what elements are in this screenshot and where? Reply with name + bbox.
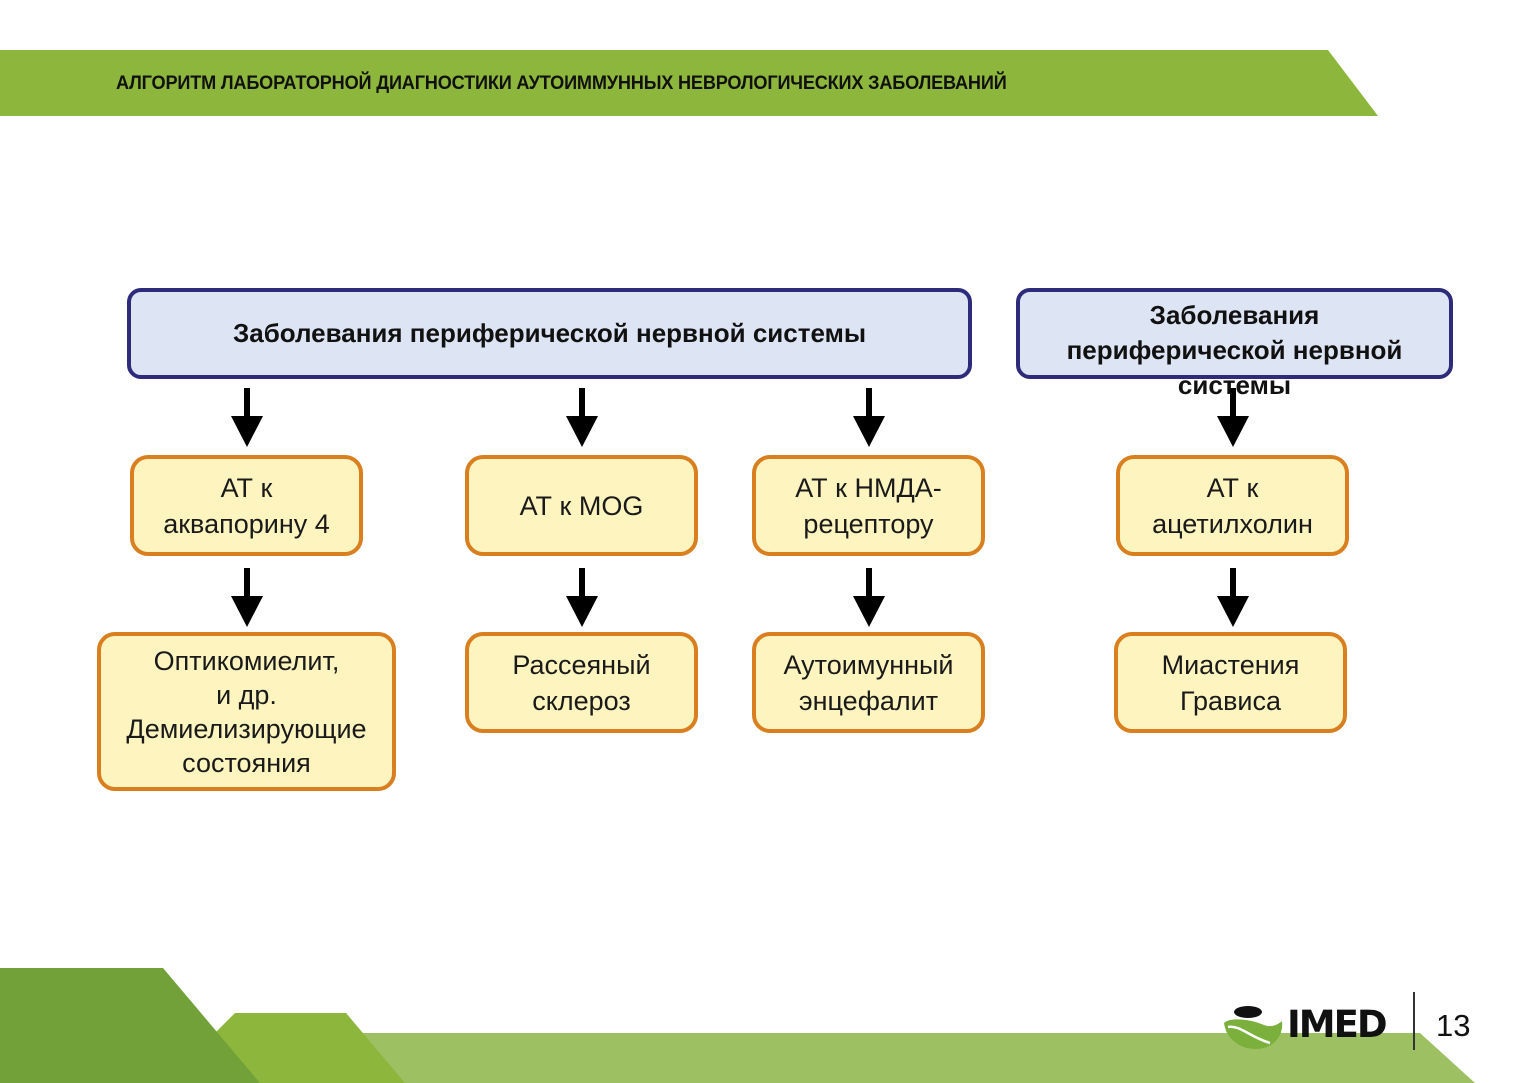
category-box-peripheral-main: Заболевания периферической нервной систе… [127,288,972,379]
arrow-down-icon [1217,388,1249,447]
category-label-line: периферической нервной [1066,335,1403,365]
disease-box-encephalitis: Аутоимунный энцефалит [752,632,985,733]
category-label-side: Заболевания периферической нервной систе… [1016,298,1453,403]
header-band [0,50,1378,116]
arrow-down-icon [566,388,598,447]
test-box-acetylcholine: АТ к ацетилхолин [1116,455,1349,556]
test-box-aquaporin: АТ к аквапорину 4 [130,455,363,556]
slide-title: АЛГОРИТМ ЛАБОРАТОРНОЙ ДИАГНОСТИКИ АУТОИМ… [116,72,1007,94]
category-box-peripheral-side [1016,288,1453,379]
test-box-nmda: АТ к НМДА- рецептору [752,455,985,556]
test-label: АТ к НМДА- рецептору [795,472,942,539]
page-number: 13 [1436,1008,1471,1043]
test-label: АТ к MOG [519,490,644,521]
category-label: Заболевания периферической нервной систе… [232,318,867,348]
disease-box-myasthenia: Миастения Грависа [1114,632,1347,733]
test-label: АТ к аквапорину 4 [163,472,330,539]
test-label: АТ к ацетилхолин [1152,472,1313,539]
footer-band-dark [0,968,260,1083]
category-label-line: Заболевания [1149,300,1320,330]
disease-box-multiple-sclerosis: Рассеяный склероз [465,632,698,733]
footer-decoration [0,968,1475,1083]
arrow-down-icon [231,568,263,627]
disease-label: Рассеяный склероз [512,649,651,716]
arrow-down-icon [853,388,885,447]
logo-text: IMED [1287,1003,1388,1046]
disease-label: Миастения Грависа [1161,649,1300,716]
arrow-down-icon [1217,568,1249,627]
disease-label: Оптикомиелит, и др. Демиелизирующие сост… [126,645,367,778]
imed-logo-icon [1224,1006,1283,1049]
disease-box-opticomyelitis: Оптикомиелит, и др. Демиелизирующие сост… [97,632,396,791]
footer-divider [1413,992,1415,1050]
disease-label: Аутоимунный энцефалит [783,649,954,716]
arrow-down-icon [566,568,598,627]
test-box-mog: АТ к MOG [465,455,698,556]
arrow-down-icon [231,388,263,447]
arrow-down-icon [853,568,885,627]
